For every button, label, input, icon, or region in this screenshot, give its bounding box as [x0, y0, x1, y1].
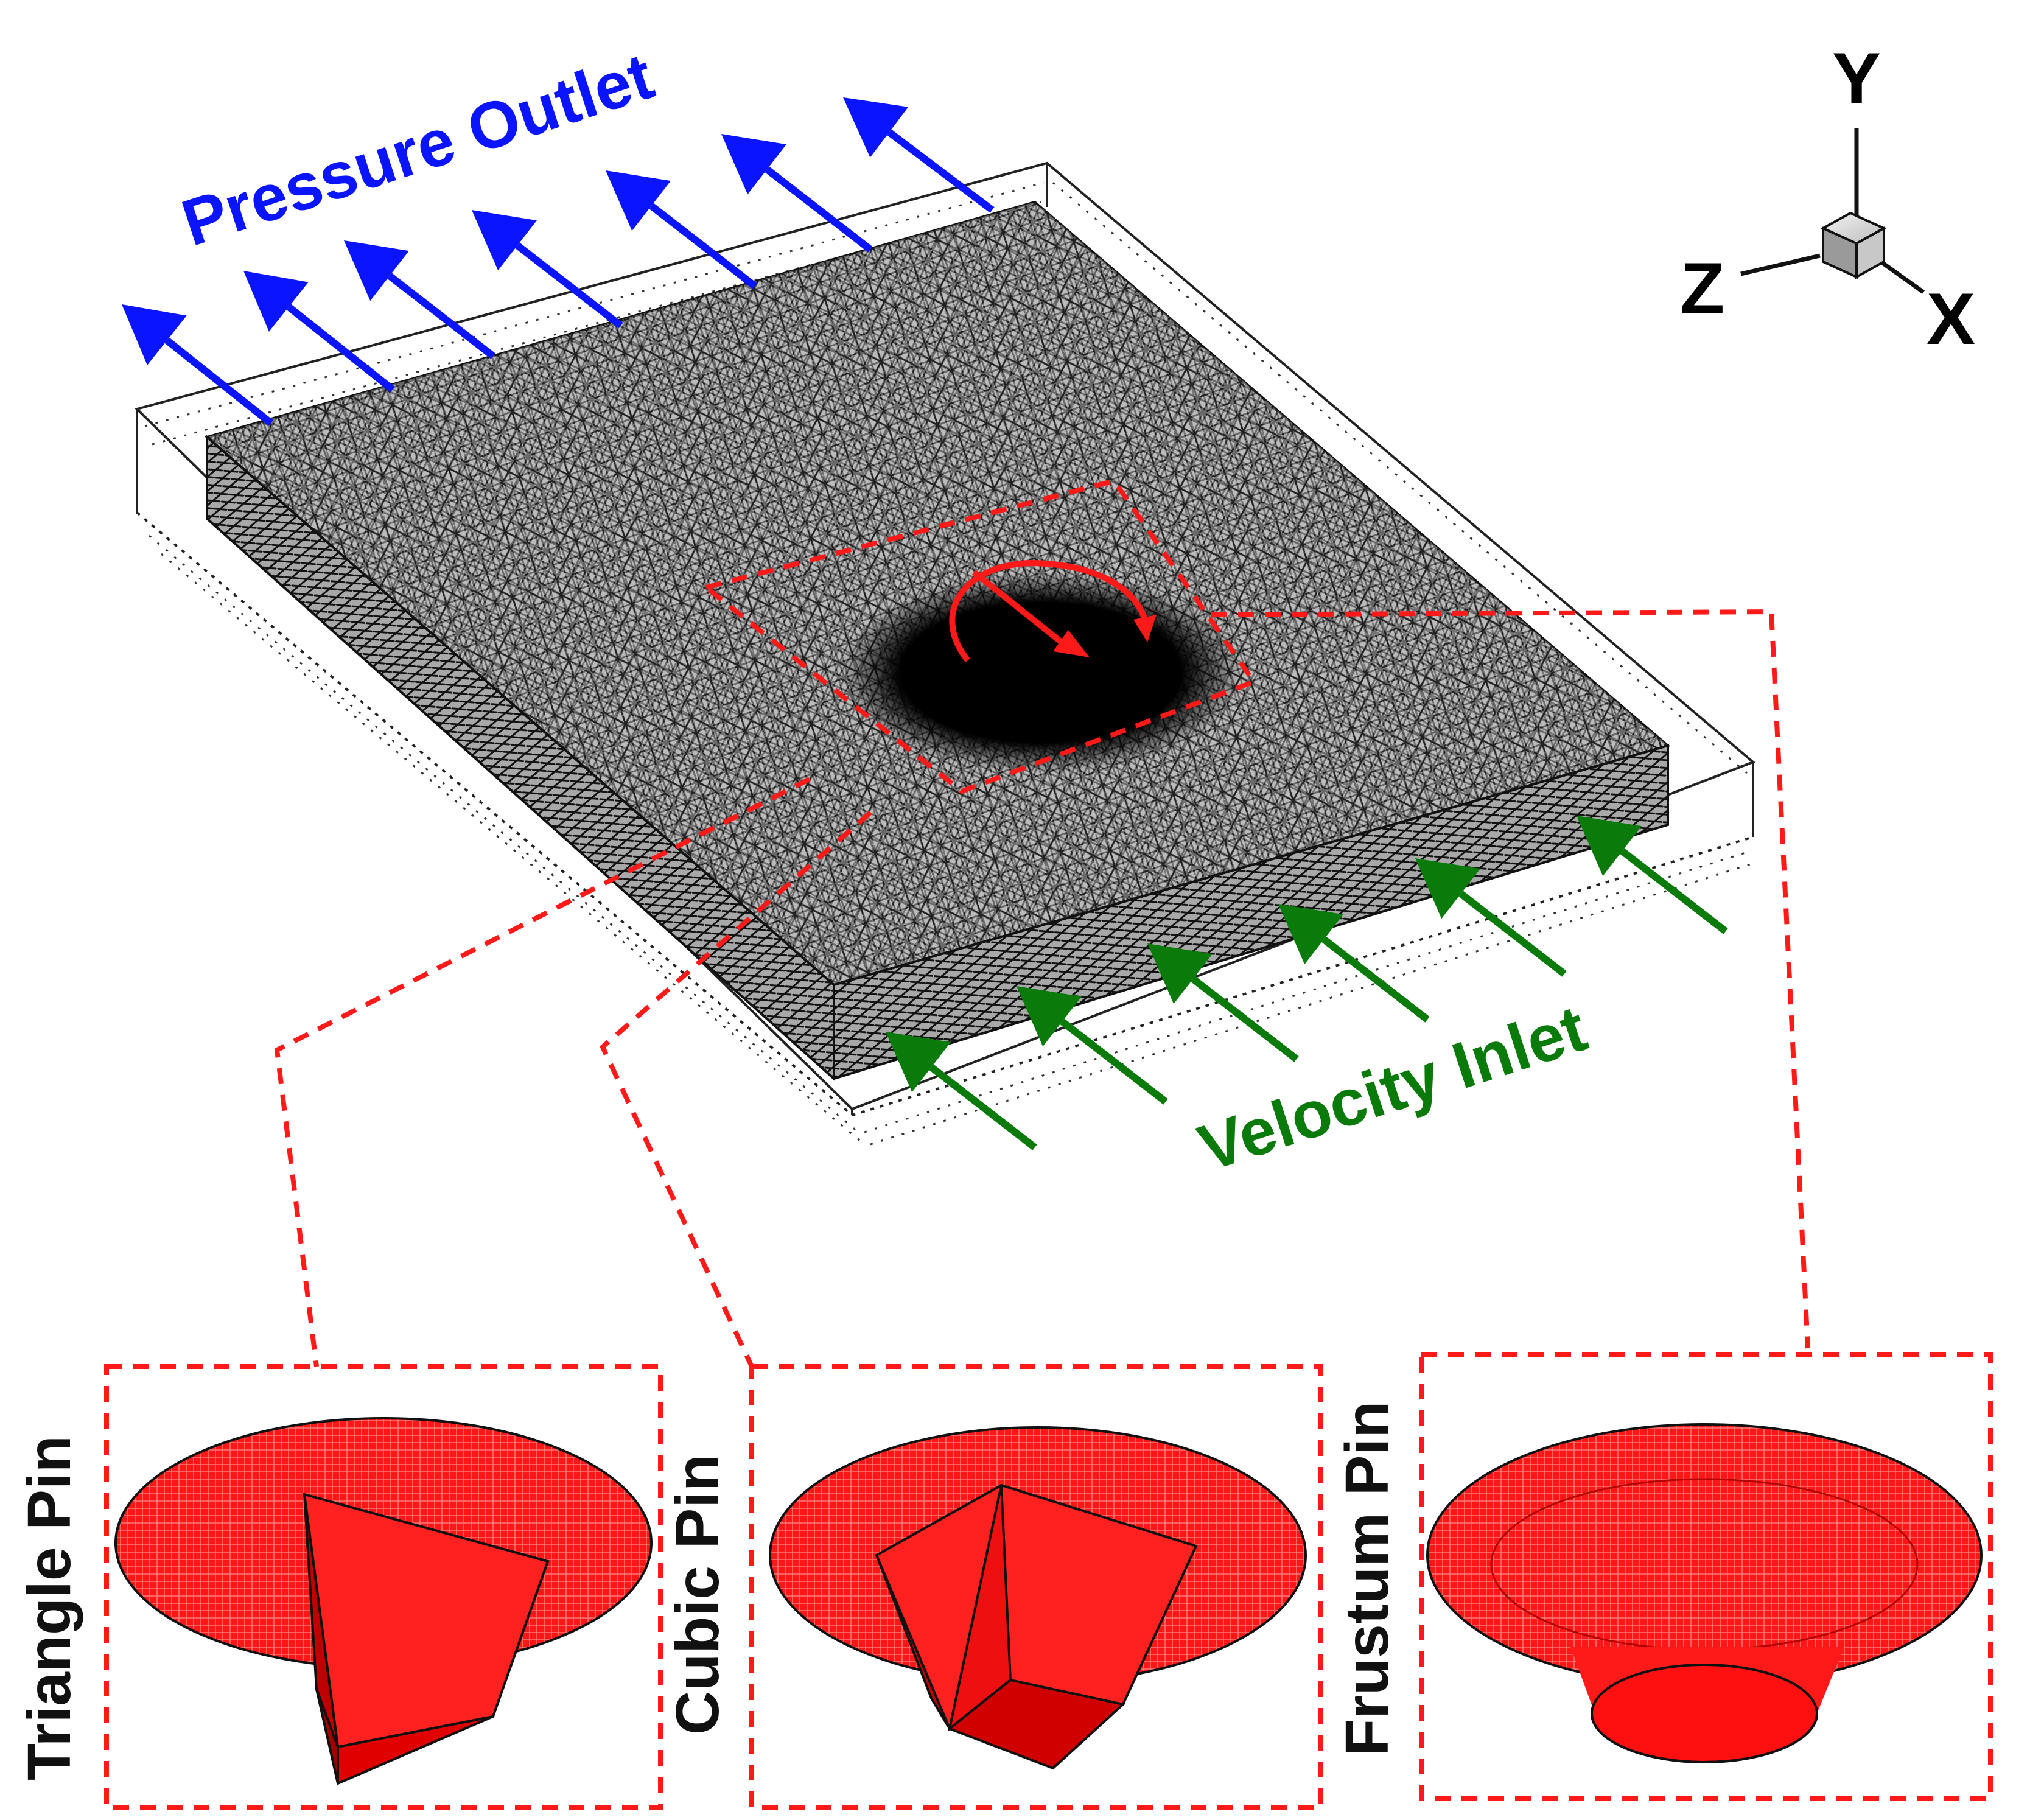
- pin-detail-box-frustum: Frustum Pin: [1333, 1352, 1993, 1801]
- pressure-outlet-arrow: [843, 97, 995, 213]
- pressure-outlet-arrow: [606, 170, 757, 289]
- velocity-inlet-arrow: [1415, 858, 1567, 977]
- pressure-outlet-arrow: [122, 304, 273, 426]
- tool-region-highlight: [274, 478, 1810, 1368]
- cubic-pin-illustration: [769, 1426, 1307, 1770]
- velocity-inlet-arrow: [886, 1032, 1037, 1150]
- rotation-arrow-icon: [949, 559, 1157, 663]
- pressure-outlet-arrows: [122, 97, 995, 426]
- velocity-inlet-arrow: [1017, 986, 1168, 1105]
- axis-y-label: Y: [1832, 38, 1881, 119]
- velocity-inlet-arrow: [1278, 904, 1430, 1023]
- pressure-outlet-label: Pressure Outlet: [173, 38, 662, 260]
- pressure-outlet-arrow: [472, 210, 623, 329]
- axis-x-label: X: [1927, 278, 1975, 360]
- triangle-pin-illustration: [114, 1417, 653, 1786]
- pin-label-cubic: Cubic Pin: [663, 1454, 732, 1735]
- velocity-inlet-arrow: [1577, 816, 1728, 934]
- pressure-outlet-arrow: [344, 240, 495, 359]
- pin-detail-box-cubic: Cubic Pin: [663, 1364, 1323, 1810]
- pin-label-frustum: Frustum Pin: [1333, 1401, 1401, 1756]
- pressure-outlet-arrow: [243, 271, 395, 393]
- frustum-pin-illustration: [1426, 1423, 1983, 1763]
- pin-detail-box-triangle: Triangle Pin: [15, 1364, 663, 1810]
- axis-cube-icon: [1820, 211, 1887, 279]
- pressure-outlet-arrow: [721, 134, 873, 253]
- velocity-inlet-arrow: [1147, 943, 1299, 1062]
- meshed-workpiece-plate: [204, 200, 1671, 1082]
- velocity-inlet-arrows: [886, 816, 1728, 1150]
- pin-label-triangle: Triangle Pin: [15, 1435, 83, 1780]
- axis-triad: Y Z X: [1680, 38, 1975, 360]
- axis-z-label: Z: [1680, 248, 1724, 329]
